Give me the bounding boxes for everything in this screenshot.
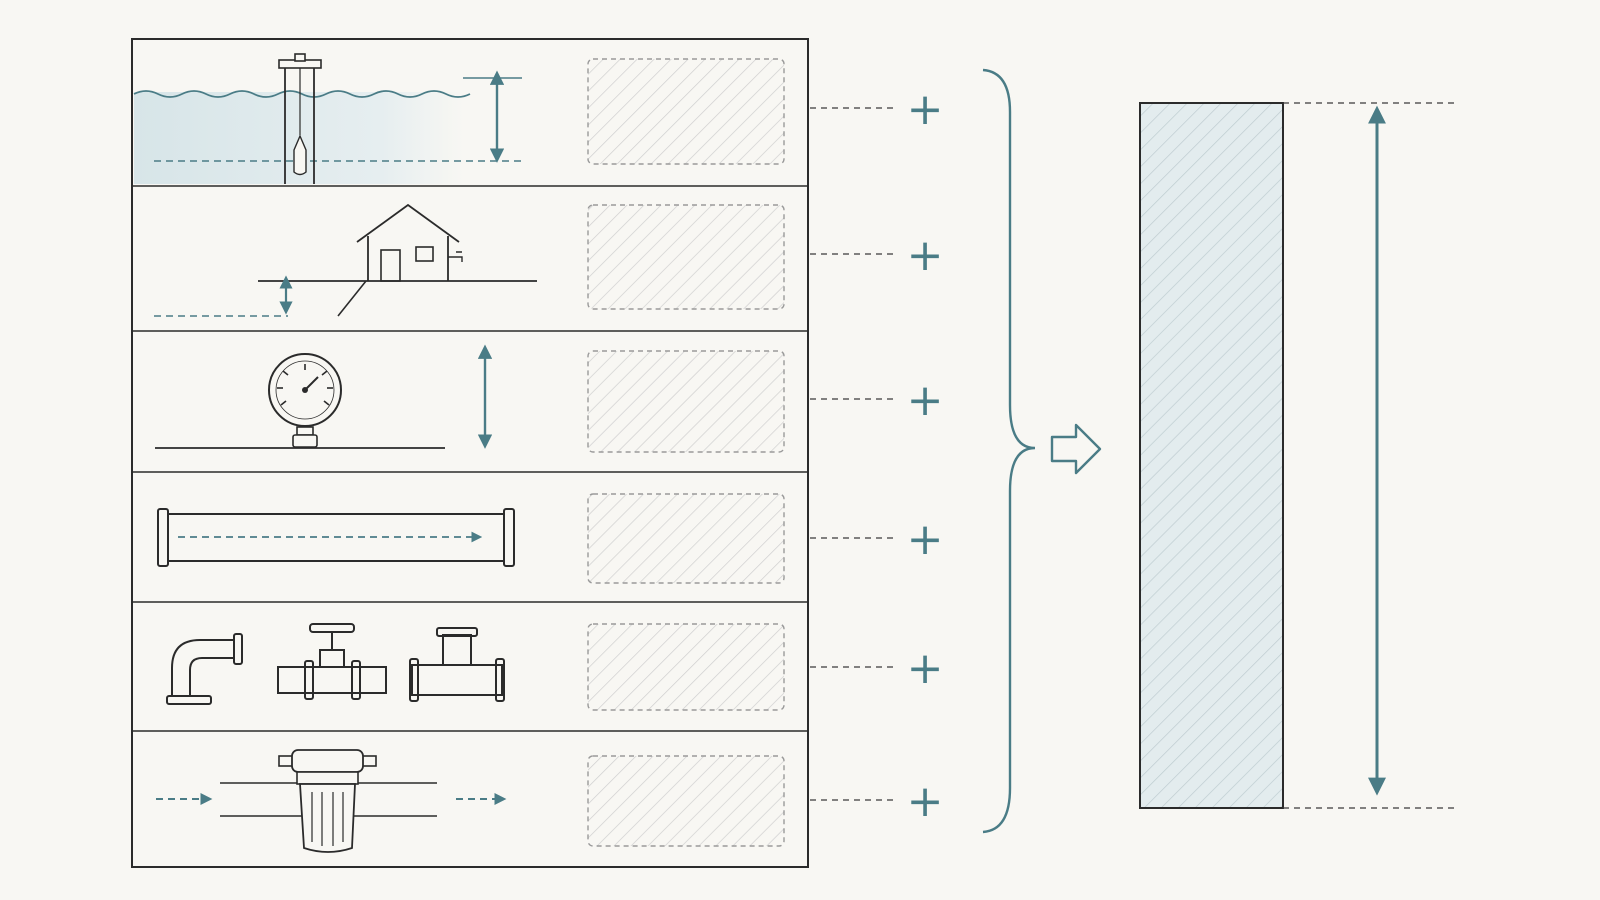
outline-arrow-right-icon [1050, 423, 1102, 475]
value-slot-well [587, 58, 785, 165]
plus-sign-row-1: + [907, 84, 944, 135]
plus-leaders [810, 107, 893, 801]
plus-sign-row-2: + [907, 230, 944, 281]
value-slot-filter [587, 755, 785, 847]
water-filter-icon [156, 749, 507, 853]
pressure-gauge-icon [155, 353, 445, 449]
house-elevation-icon [154, 203, 537, 317]
value-slot-pipe [587, 493, 785, 584]
plus-sign-row-5: + [907, 643, 944, 694]
row-dividers [132, 185, 808, 732]
value-slot-pressure [587, 350, 785, 453]
plus-sign-row-4: + [907, 514, 944, 565]
total-head-bar-icon [1139, 102, 1284, 809]
value-placeholders [587, 58, 785, 847]
well-pump-depth-icon [133, 53, 522, 184]
plus-sign-row-3: + [907, 375, 944, 426]
value-slot-fittings [587, 623, 785, 711]
pipe-length-icon [157, 508, 515, 567]
fittings-valve-icon [166, 623, 505, 705]
value-slot-elevation [587, 204, 785, 310]
sum-brace [982, 68, 1036, 834]
plus-sign-row-6: + [907, 776, 944, 827]
